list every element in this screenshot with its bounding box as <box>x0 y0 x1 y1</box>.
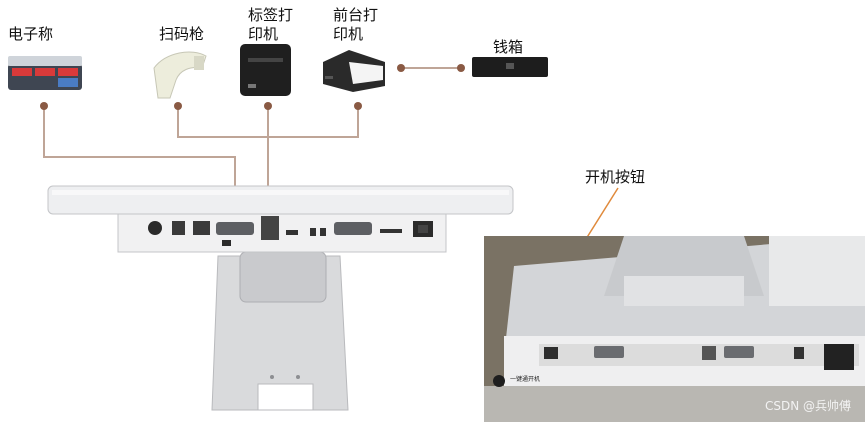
scanner-dot <box>174 102 182 110</box>
scale-label: 电子称 <box>8 25 53 44</box>
pos-terminal <box>48 186 513 410</box>
photo-power-button <box>493 375 505 387</box>
serial-port-1 <box>216 222 254 235</box>
scale-icon <box>8 50 82 92</box>
terminal-photo: 一键通开机 CSDN @兵帅傅 <box>484 236 865 422</box>
power-button-callout-label: 开机按钮 <box>585 168 645 187</box>
label-printer-icon <box>240 44 291 96</box>
stand-hinge <box>240 252 326 302</box>
stand-slot <box>258 384 313 410</box>
receipt-printer-dot <box>354 102 362 110</box>
label-printer-label: 标签打 印机 <box>248 6 293 44</box>
serial-port-2 <box>334 222 372 235</box>
scale-dot <box>40 102 48 110</box>
printer-drawer-dot-right <box>457 64 465 72</box>
photo-power-label: 一键通开机 <box>510 374 540 383</box>
printer-drawer-dot-left <box>397 64 405 72</box>
scanner-label: 扫码枪 <box>159 25 204 44</box>
watermark: CSDN @兵帅傅 <box>765 397 851 414</box>
receipt-printer-label: 前台打 印机 <box>333 6 378 44</box>
usb-ports <box>261 216 279 240</box>
cash-drawer-icon <box>472 57 548 79</box>
receipt-printer-icon <box>319 48 389 92</box>
cash-drawer-label: 钱箱 <box>493 38 523 57</box>
barcode-scanner-icon <box>146 46 210 100</box>
label-printer-dot <box>264 102 272 110</box>
